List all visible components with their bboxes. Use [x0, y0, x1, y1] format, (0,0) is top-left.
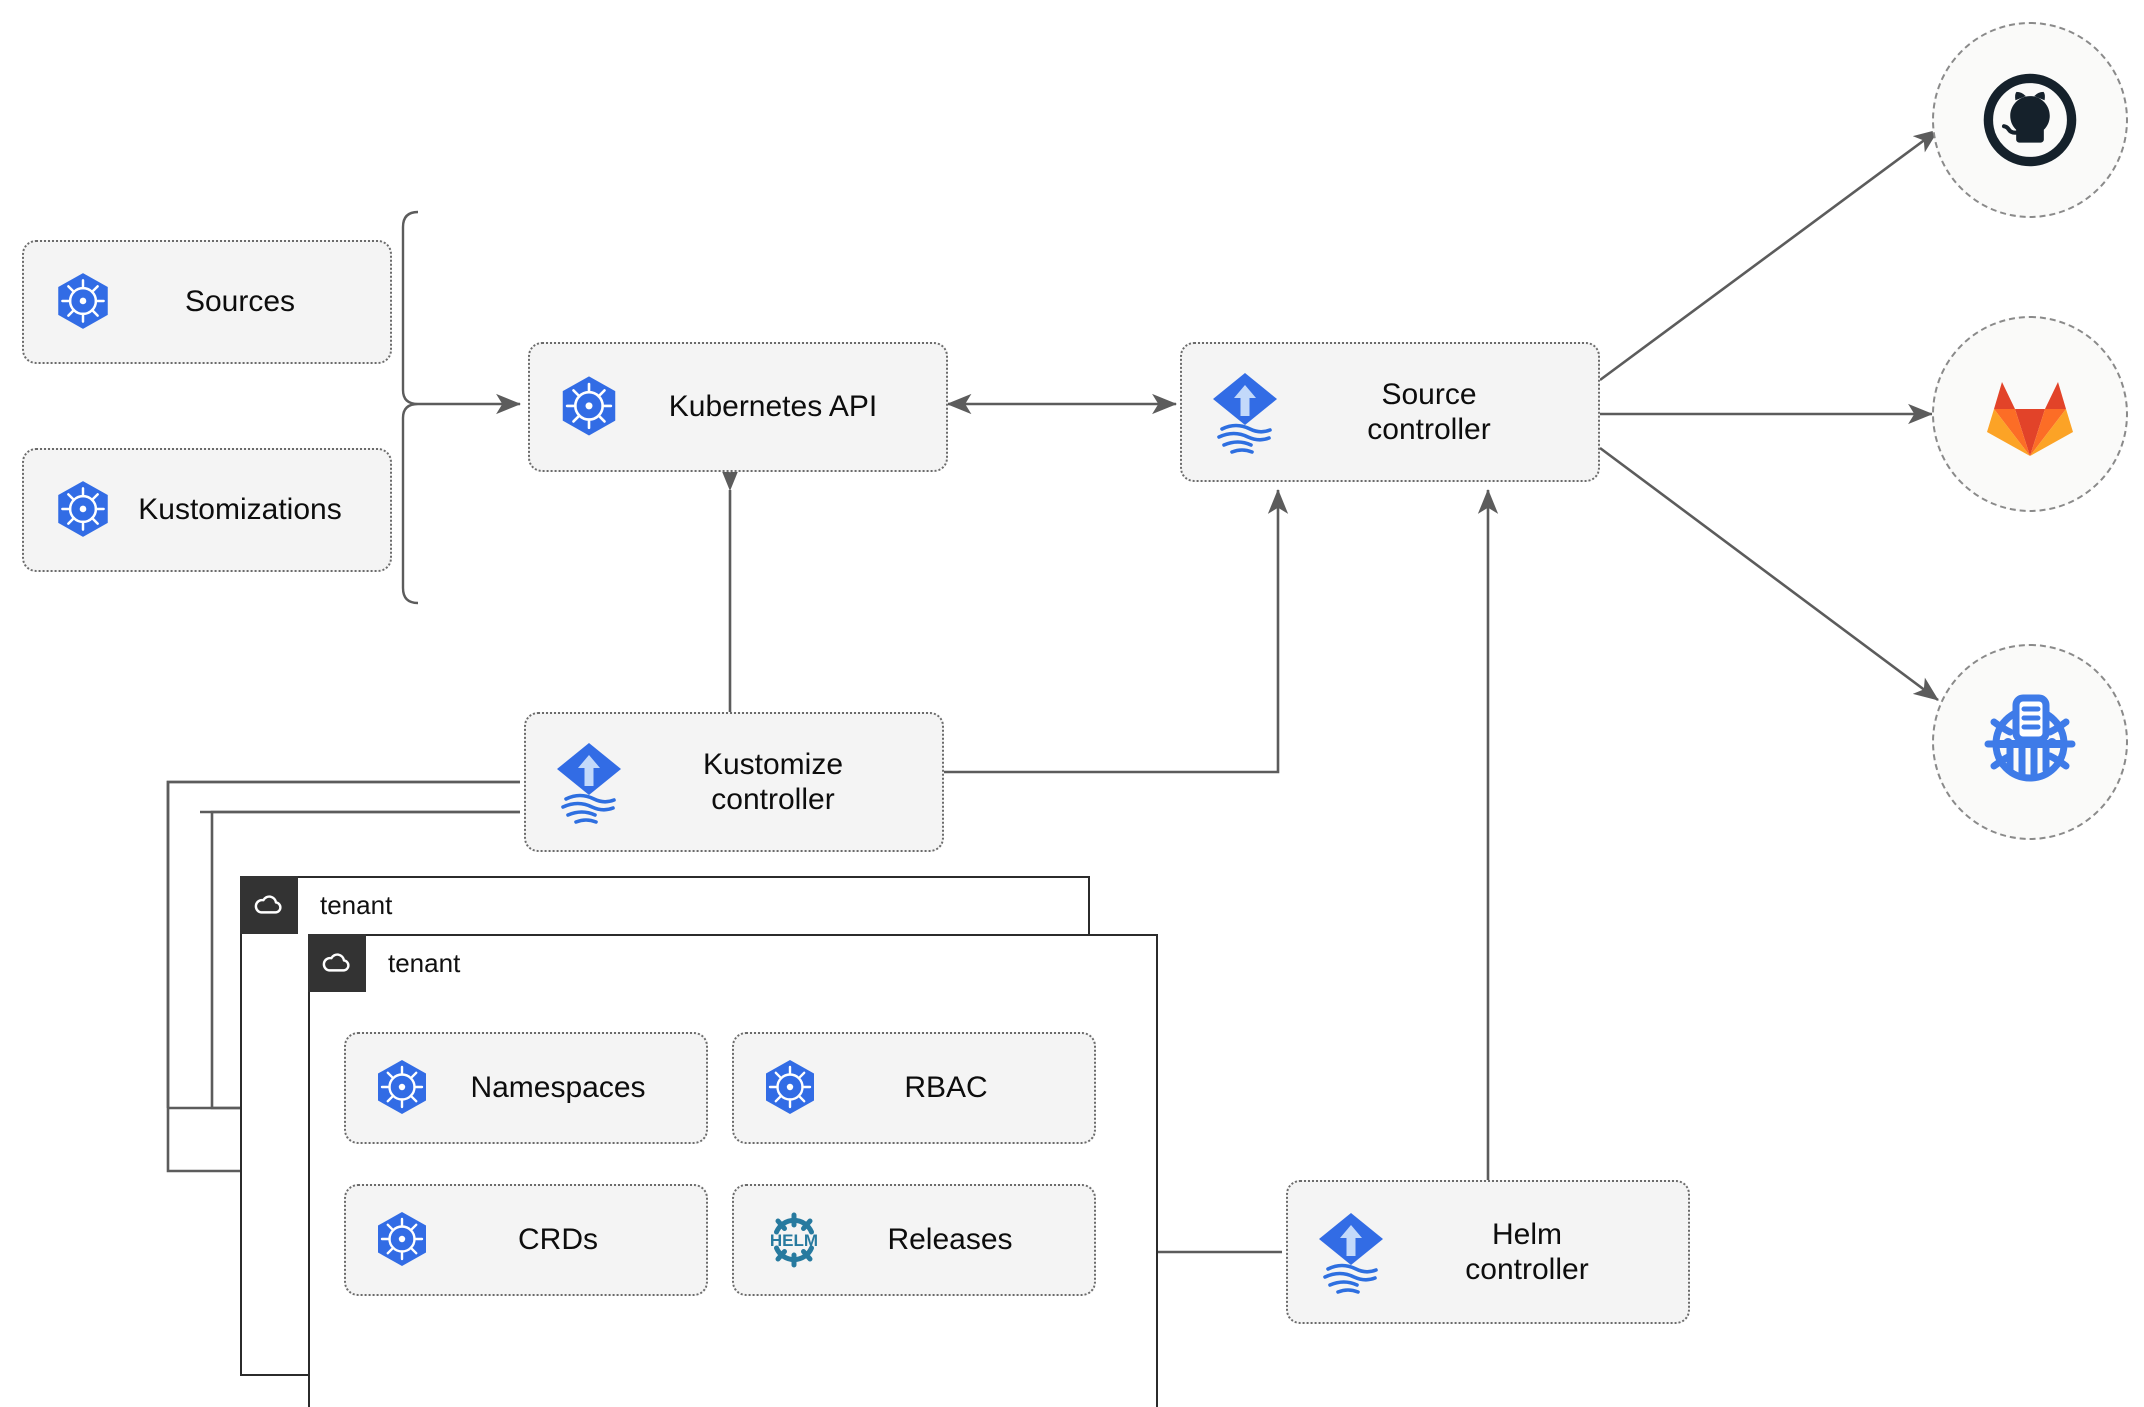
node-sources[interactable]: Sources — [22, 240, 392, 364]
github-icon — [1983, 73, 2077, 167]
kubernetes-icon — [554, 372, 624, 442]
tenant-label-front: tenant — [388, 947, 461, 978]
resource-label: RBAC — [904, 1071, 988, 1105]
resource-label: Releases — [887, 1223, 1013, 1257]
tenant-container-front[interactable]: tenant — [308, 934, 1158, 1407]
edge-kustomize-source — [944, 488, 1289, 774]
cloud-icon — [240, 876, 298, 934]
kubernetes-icon — [370, 1208, 434, 1272]
edge-source-github — [1599, 128, 1939, 382]
node-label: Helm controller — [1465, 1217, 1589, 1286]
gitlab-icon — [1987, 382, 2073, 456]
resource-namespaces[interactable]: Namespaces — [344, 1032, 708, 1144]
kubernetes-icon — [370, 1056, 434, 1120]
node-label: Sources — [184, 285, 296, 319]
group-bracket — [401, 210, 419, 605]
cloud-icon — [308, 934, 366, 992]
node-kustomize-controller[interactable]: Kustomize controller — [524, 712, 944, 852]
flux-icon — [550, 739, 628, 825]
provider-helm-repository[interactable] — [1932, 644, 2128, 840]
flux-icon — [1206, 369, 1284, 455]
node-helm-controller[interactable]: Helm controller — [1286, 1180, 1690, 1324]
node-label: Kustomize controller — [702, 747, 844, 816]
helm-repository-icon — [1984, 694, 2076, 782]
node-source-controller[interactable]: Source controller — [1180, 342, 1600, 482]
helm-icon: HELM — [758, 1204, 830, 1276]
kubernetes-icon — [50, 269, 116, 335]
kubernetes-icon — [758, 1056, 822, 1120]
provider-github[interactable] — [1932, 22, 2128, 218]
provider-gitlab[interactable] — [1932, 316, 2128, 512]
kubernetes-icon — [50, 477, 116, 543]
node-kustomizations[interactable]: Kustomizations — [22, 448, 392, 572]
resource-crds[interactable]: CRDs — [344, 1184, 708, 1296]
node-label: Kubernetes API — [668, 390, 878, 424]
tenant-label-back: tenant — [320, 889, 393, 920]
tenant-header-back: tenant — [240, 876, 392, 934]
node-label: Source controller — [1367, 377, 1491, 446]
flux-icon — [1312, 1209, 1390, 1295]
resource-label: CRDs — [518, 1223, 598, 1257]
svg-text:HELM: HELM — [770, 1231, 818, 1250]
tenant-header-front: tenant — [308, 934, 460, 992]
edge-source-helmrepo — [1599, 446, 1939, 702]
resource-releases[interactable]: HELM Releases — [732, 1184, 1096, 1296]
resource-label: Namespaces — [470, 1071, 646, 1105]
node-label: Kustomizations — [138, 493, 342, 527]
node-kubernetes-api[interactable]: Kubernetes API — [528, 342, 948, 472]
resource-rbac[interactable]: RBAC — [732, 1032, 1096, 1144]
